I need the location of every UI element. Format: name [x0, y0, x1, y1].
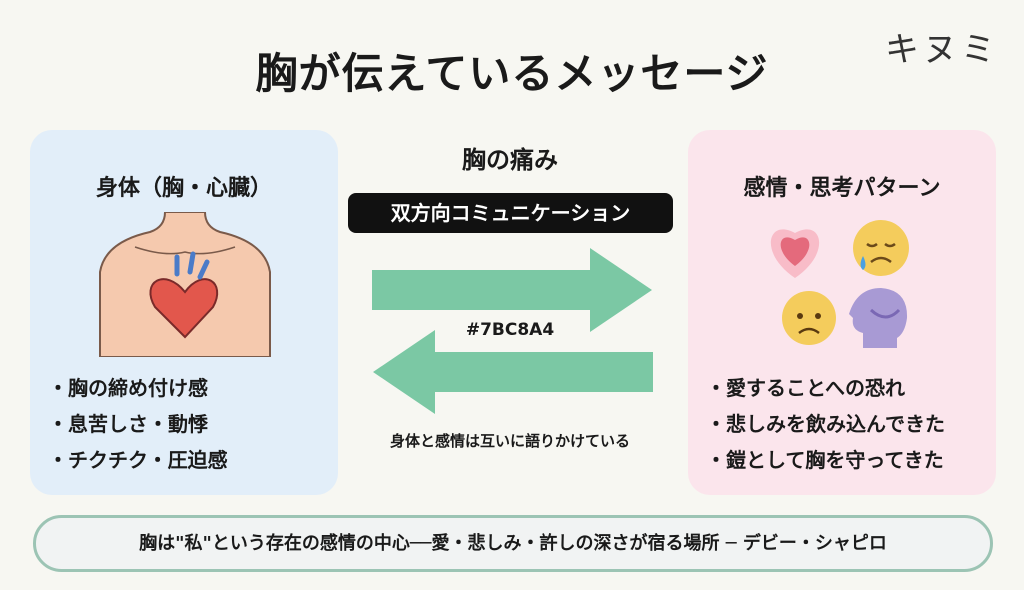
crying-face-icon	[853, 220, 909, 276]
list-item: ・愛することへの恐れ	[706, 376, 905, 400]
list-item: ・悲しみを飲み込んできた	[706, 412, 945, 436]
list-item: ・胸の締め付け感	[48, 376, 208, 400]
arrow-right-icon	[372, 248, 652, 332]
heart-icon	[149, 278, 219, 339]
two-way-badge: 双方向コミュニケーション	[348, 193, 673, 233]
center-caption: 身体と感情は互いに語りかけている	[389, 432, 630, 450]
emotion-panel: 感情・思考パターン ・愛することへの恐れ ・悲しみを飲み込んできた ・鎧として胸…	[688, 130, 996, 495]
chest-heart-illustration	[99, 212, 271, 357]
emotion-pattern-list: ・愛することへの恐れ ・悲しみを飲み込んできた ・鎧として胸を守ってきた	[706, 370, 945, 478]
emotion-icons	[770, 220, 909, 348]
logo: キヌミ	[885, 30, 999, 70]
chest-pain-title: 胸の痛み	[462, 146, 558, 174]
body-symptom-list: ・胸の締め付け感 ・息苦しさ・動悸 ・チクチク・圧迫感	[48, 370, 228, 478]
quote-banner: 胸は"私"という存在の感情の中心──愛・悲しみ・許しの深さが宿る場所 ─ デビー…	[33, 515, 993, 572]
body-panel-title: 身体（胸・心臓）	[95, 176, 272, 201]
list-item: ・チクチク・圧迫感	[48, 448, 228, 472]
page-title: 胸が伝えているメッセージ	[255, 49, 769, 98]
arrow-left-icon	[373, 330, 653, 414]
bidirectional-arrows	[372, 248, 653, 414]
emotion-panel-title: 感情・思考パターン	[743, 176, 941, 201]
worried-face-icon	[782, 291, 836, 345]
head-profile-icon	[849, 288, 908, 348]
arrow-color-label: #7BC8A4	[465, 320, 555, 340]
list-item: ・息苦しさ・動悸	[48, 412, 208, 436]
heart-icon	[770, 229, 820, 278]
list-item: ・鎧として胸を守ってきた	[706, 448, 944, 472]
body-panel: 身体（胸・心臓） ・胸の締め付け感 ・息苦しさ・動悸 ・チクチク・圧迫感	[30, 130, 338, 495]
